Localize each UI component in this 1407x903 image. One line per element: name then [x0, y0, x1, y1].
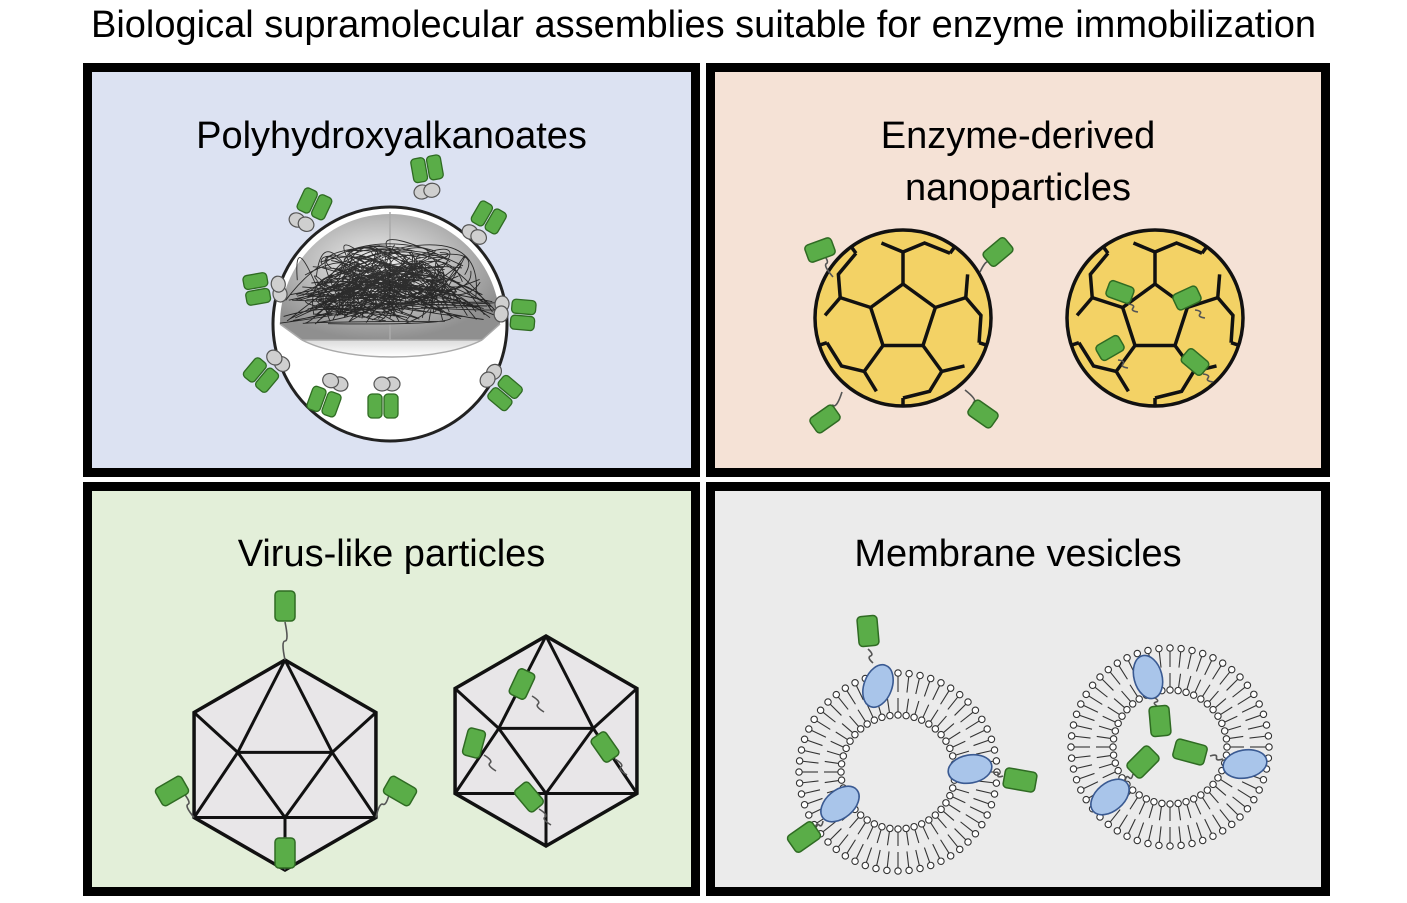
enzyme-icon — [154, 775, 190, 807]
anchor-protein-icon — [862, 663, 894, 709]
phasin-fusion-enzyme — [288, 187, 333, 233]
vlp-illustration — [154, 590, 639, 873]
vlp-outer-display — [154, 590, 418, 873]
vesicle-outer-display — [786, 614, 1038, 875]
linker-icon — [1209, 754, 1224, 761]
enzyme-icon — [513, 781, 545, 813]
linker-icon — [1194, 309, 1206, 319]
phasin-fusion-enzyme — [410, 154, 444, 200]
linker-icon — [1117, 359, 1129, 369]
linker-icon — [992, 771, 1004, 778]
linker-icon — [1153, 697, 1159, 707]
phasin-fusion-enzyme — [306, 372, 349, 418]
linker-icon — [1124, 773, 1134, 782]
phasin-fusion-enzyme — [242, 349, 291, 393]
vesicle-inner-encapsulation — [1067, 644, 1273, 850]
anchor-protein-icon — [1132, 654, 1164, 700]
enzyme-icon — [382, 775, 418, 807]
panel-title-polyhydroxyalkanoates: Polyhydroxyalkanoates — [196, 115, 587, 157]
panel-title-line-1: Enzyme-derived — [880, 115, 1156, 157]
enzyme-icon — [1095, 334, 1125, 362]
panel-title-line-2: nanoparticles — [904, 167, 1132, 209]
enzyme-icon — [590, 731, 620, 763]
panel-enzyme-derived-nanoparticles: Enzyme-derived nanoparticles — [706, 63, 1330, 477]
phasin-fusion-enzyme — [479, 363, 523, 412]
panel-polyhydroxyalkanoates: Polyhydroxyalkanoates — [83, 63, 700, 477]
panel-virus-like-particles: Virus-like particles — [83, 482, 700, 896]
enzyme-icon — [1105, 279, 1135, 305]
pha-surface-enzymes — [242, 154, 537, 419]
phasin-fusion-enzyme — [367, 376, 401, 419]
phasin-fusion-enzyme — [493, 295, 537, 332]
enzyme-icon — [274, 590, 296, 622]
enzyme-icon — [1180, 348, 1210, 376]
linker-icon — [538, 808, 552, 826]
enzyme-icon — [856, 614, 880, 648]
polymer-core — [279, 239, 497, 325]
linker-icon — [375, 790, 391, 818]
linker-icon — [483, 754, 497, 772]
enzyme-icon — [967, 399, 999, 429]
enzyme-icon — [1002, 767, 1038, 793]
vlp-inner-encapsulation — [453, 633, 639, 849]
linker-icon — [867, 648, 874, 664]
anchor-protein-icon — [947, 753, 993, 785]
enzyme-icon — [1126, 745, 1160, 779]
panel-title-membrane-vesicles: Membrane vesicles — [854, 533, 1182, 575]
nanoparticle-outer-display — [804, 228, 1014, 434]
anchor-protein-icon — [820, 785, 860, 823]
enzyme-icon — [804, 237, 836, 263]
nanoparticle-illustration — [804, 228, 1245, 434]
linker-icon — [1127, 303, 1139, 313]
linker-icon — [282, 621, 288, 661]
pha-granule-illustration — [242, 154, 537, 443]
vesicle-illustration — [786, 614, 1273, 875]
linker-icon — [814, 820, 824, 830]
enzyme-icon — [1172, 738, 1208, 766]
enzyme-icon — [461, 727, 487, 759]
linker-icon — [614, 758, 628, 776]
enzyme-icon — [786, 821, 822, 853]
panel-title-enzyme-derived-nanoparticles: Enzyme-derived nanoparticles — [715, 110, 1321, 214]
phasin-fusion-enzyme — [242, 272, 288, 306]
phasin-fusion-enzyme — [461, 200, 507, 245]
panel-membrane-vesicles: Membrane vesicles — [706, 482, 1330, 896]
enzyme-icon — [508, 668, 536, 700]
linker-icon — [1202, 373, 1214, 383]
figure-title: Biological supramolecular assemblies sui… — [91, 4, 1316, 46]
linker-icon — [181, 790, 195, 819]
lipid-bilayer — [1067, 644, 1273, 850]
enzyme-icon — [1172, 285, 1202, 311]
nanoparticle-inner-encapsulation — [1065, 228, 1245, 408]
anchor-protein-icon — [1222, 748, 1268, 780]
panel-title-virus-like-particles: Virus-like particles — [237, 533, 546, 575]
enzyme-icon — [982, 236, 1014, 268]
enzyme-icon — [809, 404, 841, 434]
anchor-protein-icon — [1090, 778, 1130, 816]
enzyme-icon — [274, 837, 296, 869]
enzyme-icon — [1148, 704, 1172, 738]
linker-icon — [531, 695, 545, 713]
